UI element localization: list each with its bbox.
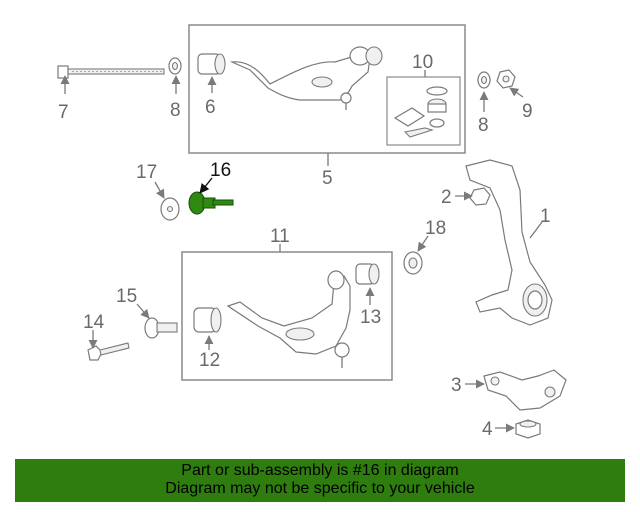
part-1-steering-knuckle[interactable] xyxy=(465,159,553,326)
part-12-bushing[interactable] xyxy=(193,307,222,333)
part-9-nut[interactable] xyxy=(496,69,516,89)
label-part-6: 6 xyxy=(205,97,216,118)
label-part-1: 1 xyxy=(540,206,551,227)
label-part-9: 9 xyxy=(522,101,533,122)
label-part-7: 7 xyxy=(58,102,69,123)
label-part-2: 2 xyxy=(441,187,452,208)
label-part-14: 14 xyxy=(83,312,105,333)
label-part-16: 16 xyxy=(210,160,231,181)
label-part-3: 3 xyxy=(451,375,462,396)
part-8-washer-left[interactable] xyxy=(168,57,182,75)
banner-line-1: Part or sub-assembly is #16 in diagram xyxy=(181,462,459,479)
part-13-bushing[interactable] xyxy=(355,263,380,285)
banner-line-2: Diagram may not be specific to your vehi… xyxy=(165,480,475,497)
upper-arm-group-box xyxy=(188,24,466,154)
parts-diagram: 7 8 6 10 8 9 5 17 16 2 1 18 11 15 14 13 … xyxy=(57,24,567,440)
label-part-12: 12 xyxy=(199,350,220,371)
part-18-bushing[interactable] xyxy=(403,251,423,275)
part-3-steering-arm[interactable] xyxy=(483,369,567,411)
part-15-cam-washer[interactable] xyxy=(144,317,178,339)
label-part-10: 10 xyxy=(412,52,433,73)
kit-subgroup-box xyxy=(386,76,461,146)
lower-control-arm[interactable] xyxy=(226,270,351,368)
label-part-13: 13 xyxy=(360,307,381,328)
label-part-11: 11 xyxy=(270,226,290,247)
part-2-nut[interactable] xyxy=(469,187,491,206)
part-4-nut[interactable] xyxy=(515,419,541,439)
info-banner: Part or sub-assembly is #16 in diagram D… xyxy=(15,459,625,502)
leader-lines xyxy=(60,70,543,433)
lower-arm-group-box xyxy=(181,251,393,381)
part-16-cam-bolt[interactable] xyxy=(188,191,234,215)
label-part-8-right: 8 xyxy=(478,115,489,136)
label-part-4: 4 xyxy=(482,419,493,440)
label-part-5: 5 xyxy=(322,168,333,189)
part-14-bolt[interactable] xyxy=(87,342,130,361)
label-part-15: 15 xyxy=(116,286,137,307)
label-part-18: 18 xyxy=(425,218,446,239)
label-part-17: 17 xyxy=(136,162,157,183)
upper-control-arm[interactable] xyxy=(229,46,383,110)
label-part-8-left: 8 xyxy=(170,100,181,121)
part-6-bushing[interactable] xyxy=(197,53,226,75)
part-10-kit[interactable] xyxy=(393,86,448,138)
part-8-washer-right[interactable] xyxy=(477,71,491,89)
part-17-cam-washer[interactable] xyxy=(160,197,180,221)
part-7-bolt[interactable] xyxy=(57,65,165,79)
